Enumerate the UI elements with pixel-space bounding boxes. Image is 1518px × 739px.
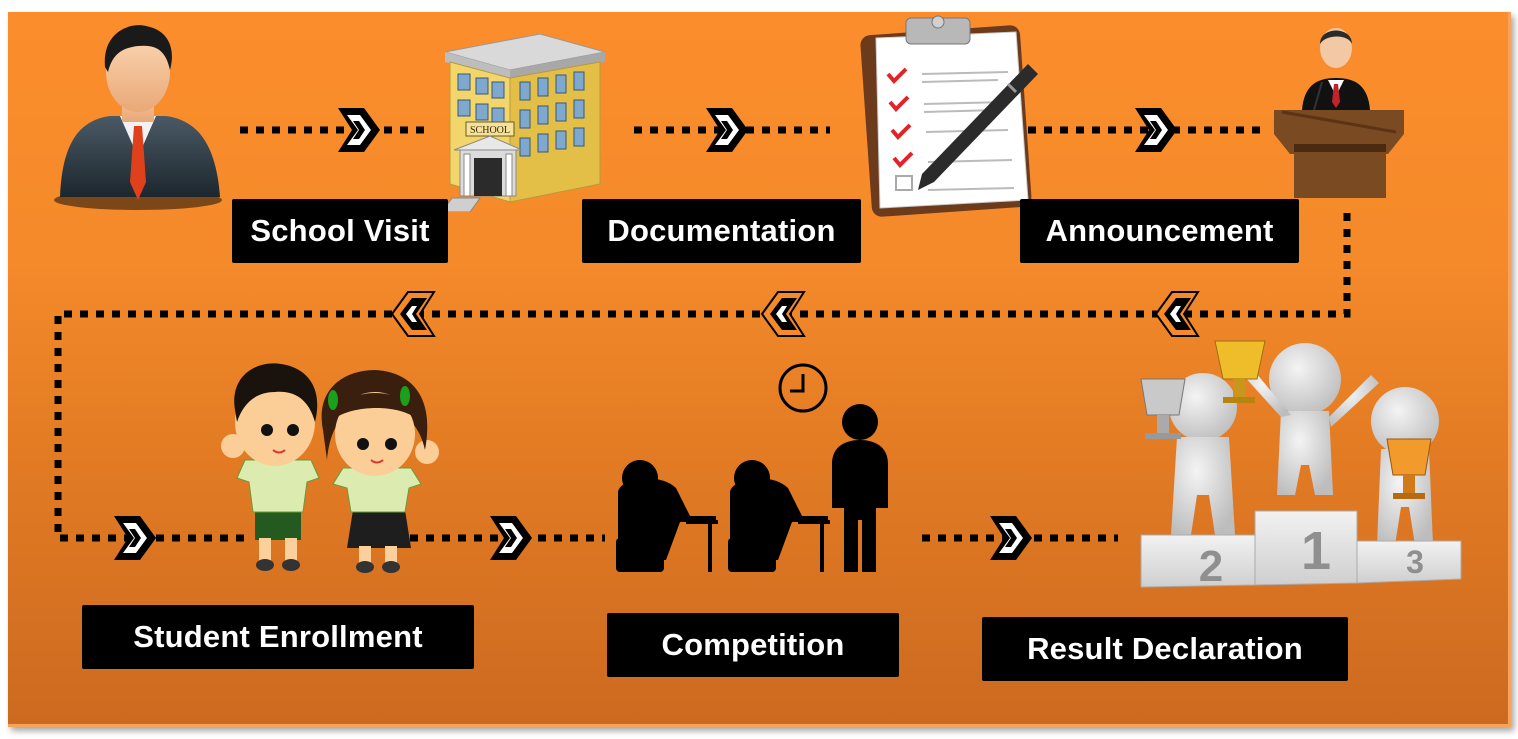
connector-line [54, 213, 1351, 542]
chevron-right-icon [706, 108, 748, 152]
winners-podium-icon: 2 1 3 [1140, 340, 1462, 591]
gold-trophy-icon [1214, 340, 1266, 403]
exam-hall-icon [616, 363, 888, 572]
clock-icon [778, 363, 828, 413]
step-label-school-visit: School Visit [232, 199, 448, 263]
podium-number: 1 [1301, 521, 1331, 581]
chevron-right-icon [990, 516, 1032, 560]
step-label-competition: Competition [607, 613, 899, 677]
podium-number: 3 [1406, 544, 1424, 580]
clipboard-checklist-icon [860, 15, 1038, 217]
chevron-right-icon [1135, 108, 1177, 152]
step-label-student-enrollment: Student Enrollment [82, 605, 474, 669]
chevron-left-icon [390, 291, 436, 337]
students-icon [221, 363, 439, 573]
bronze-trophy-icon [1386, 438, 1432, 499]
chevron-left-icon [1154, 291, 1200, 337]
step-label-documentation: Documentation [582, 199, 861, 263]
silver-trophy-icon [1140, 378, 1186, 439]
step-label-result-declaration: Result Declaration [982, 617, 1348, 681]
chevron-left-icon [760, 291, 806, 337]
school-building-icon: SCHOOL [441, 33, 606, 212]
businessman-icon [54, 25, 222, 210]
chevron-right-icon [114, 516, 156, 560]
step-label-announcement: Announcement [1020, 199, 1299, 263]
speaker-podium-icon [1274, 28, 1404, 198]
school-sign-text: SCHOOL [470, 125, 510, 136]
chevron-right-icon [490, 516, 532, 560]
podium-number: 2 [1199, 542, 1223, 591]
chevron-right-icon [338, 108, 380, 152]
